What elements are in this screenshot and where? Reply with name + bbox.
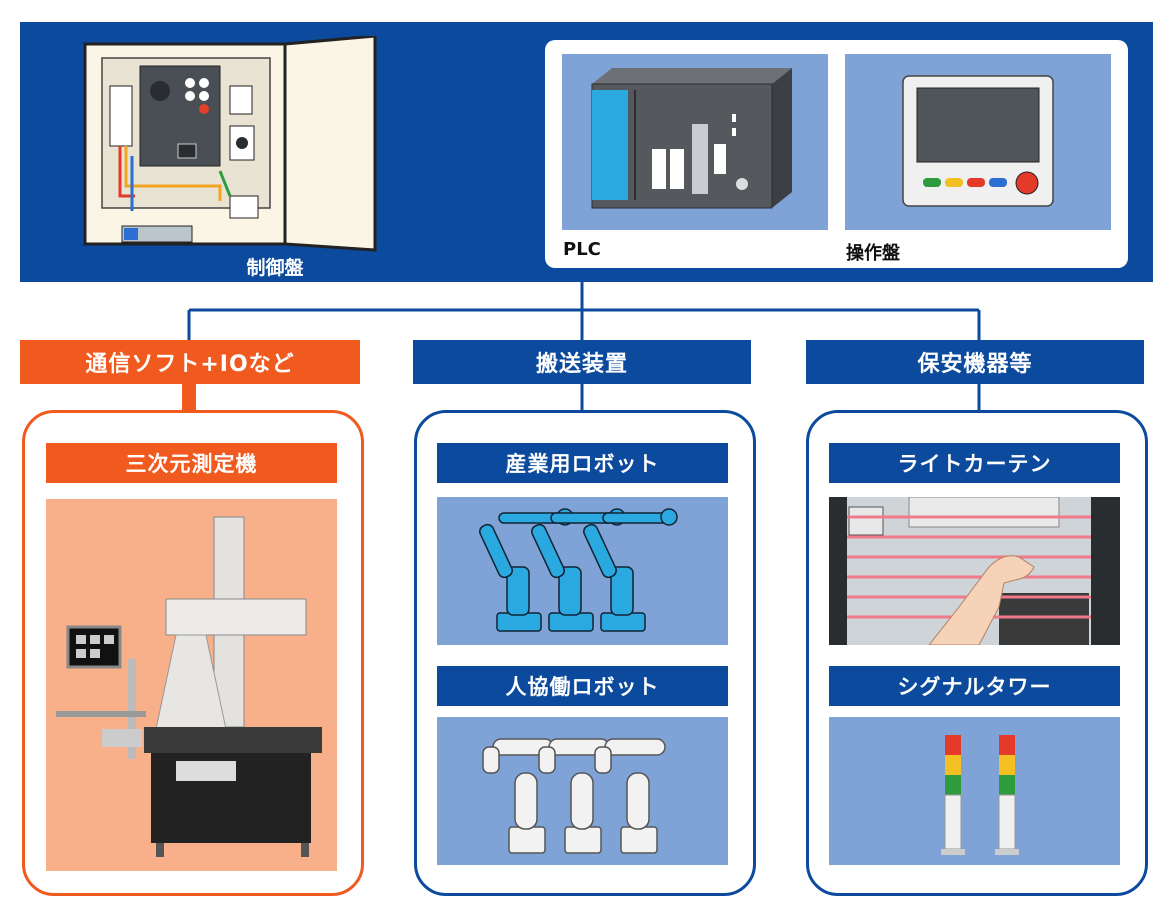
industrial-robot-image [437,497,728,645]
hmi-panel-label: 操作盤 [846,243,900,264]
control-cabinet-image [83,36,377,252]
control-panel-label: 制御盤 [246,257,304,279]
cmm-header: 三次元測定機 [46,443,337,483]
signal-tower-header: シグナルタワー [829,666,1120,706]
cobot-image [437,717,728,865]
plc-image [562,54,828,230]
hmi-panel-image [845,54,1111,230]
category-header-safety: 保安機器等 [806,340,1144,384]
plc-label: PLC [563,239,601,260]
light-curtain-image [829,497,1120,645]
cmm-image [46,499,337,871]
industrial-robot-header: 産業用ロボット [437,443,728,483]
light-curtain-header: ライトカーテン [829,443,1120,483]
cobot-header: 人協働ロボット [437,666,728,706]
category-header-transport: 搬送装置 [413,340,751,384]
category-header-communication: 通信ソフト+IOなど [20,340,360,384]
signal-tower-image [829,717,1120,865]
